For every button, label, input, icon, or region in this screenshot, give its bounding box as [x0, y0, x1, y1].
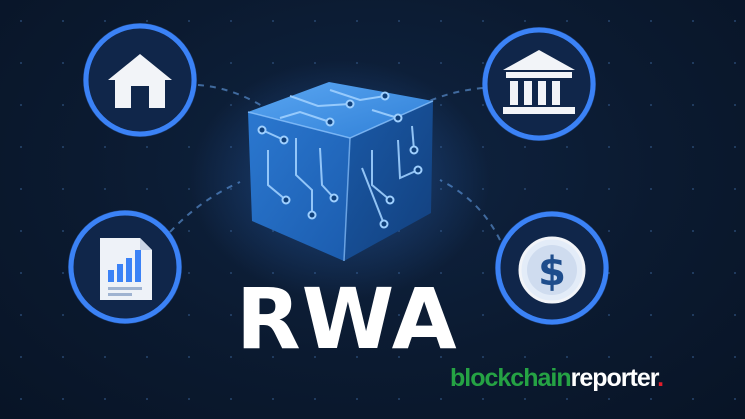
rwa-title: RWA	[236, 270, 458, 368]
document-chart-icon	[68, 210, 182, 324]
brand-logo: blockchainreporter.	[450, 363, 664, 393]
brand-part-reporter: reporter	[570, 364, 658, 392]
svg-text:$: $	[538, 249, 566, 295]
brand-dot: .	[657, 364, 664, 392]
bank-icon	[482, 27, 596, 141]
dollar-coin-icon: $	[495, 211, 609, 325]
house-icon	[83, 23, 197, 137]
blockchain-cube-icon	[247, 82, 434, 262]
brand-part-blockchain: blockchain	[450, 364, 572, 392]
